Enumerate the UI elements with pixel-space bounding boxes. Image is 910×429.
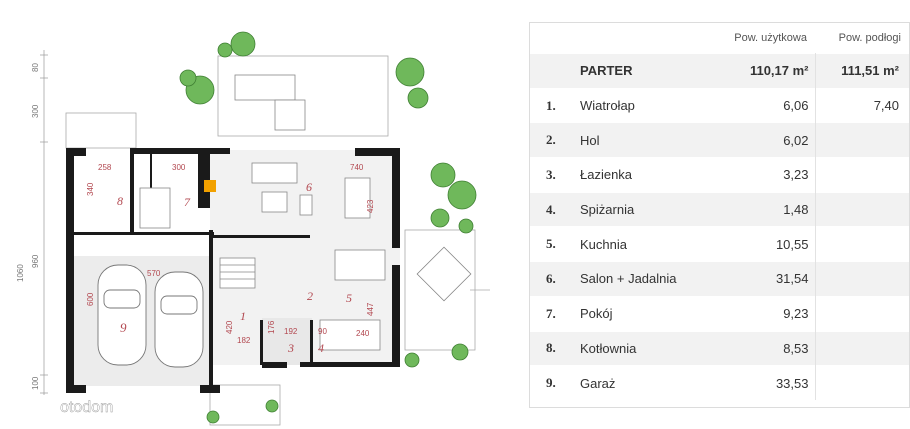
row-num: 2.	[530, 122, 570, 158]
row-name: Łazienka	[570, 157, 710, 193]
side-dim-300: 300	[31, 104, 40, 118]
room-label-1: 1	[240, 309, 246, 323]
row-floor-area	[815, 122, 909, 158]
patio-table	[416, 246, 472, 302]
row-name: Kuchnia	[570, 226, 710, 262]
row-num: 9.	[530, 365, 570, 401]
dim-600: 600	[86, 292, 95, 306]
row-name: Wiatrołap	[570, 87, 710, 123]
floor-name: PARTER	[570, 53, 710, 89]
walls	[66, 148, 400, 393]
dim-447: 447	[366, 302, 375, 316]
table-header-row: Pow. użytkowa Pow. podłogi	[530, 23, 909, 54]
bath-floor	[262, 318, 312, 365]
dim-192: 192	[284, 327, 298, 336]
row-name: Hol	[570, 122, 710, 158]
floor-area-floor: 111,51 m²	[815, 53, 909, 89]
dim-90: 90	[318, 327, 327, 336]
side-dim-80: 80	[31, 63, 40, 72]
row-area: 6,02	[710, 122, 816, 158]
dim-340: 340	[86, 182, 95, 196]
room-label-5: 5	[346, 291, 352, 305]
floor-plan: 80 300 960 1060 100	[16, 31, 490, 426]
room-label-6: 6	[306, 180, 312, 194]
row-name: Pokój	[570, 295, 710, 331]
dim-300: 300	[172, 163, 186, 172]
dim-258: 258	[98, 163, 112, 172]
row-area: 31,54	[710, 261, 816, 297]
row-floor-area	[815, 261, 909, 297]
row-floor-area: 7,40	[815, 87, 909, 123]
side-dimension-line	[40, 50, 48, 395]
row-name: Salon + Jadalnia	[570, 261, 710, 297]
dim-570: 570	[147, 269, 161, 278]
room-label-3: 3	[287, 341, 294, 355]
side-dim-960: 960	[31, 254, 40, 268]
row-floor-area	[815, 365, 909, 401]
row-area: 3,23	[710, 157, 816, 193]
room-label-2: 2	[307, 289, 313, 303]
row-name: Spiżarnia	[570, 191, 710, 227]
terrace-outline	[65, 55, 490, 426]
row-num: 4.	[530, 191, 570, 227]
header-area-floor: Pow. podłogi	[838, 32, 901, 44]
dim-240: 240	[356, 329, 370, 338]
room-label-8: 8	[117, 194, 123, 208]
row-floor-area	[815, 157, 909, 193]
row-num: 1.	[530, 87, 570, 123]
fireplace	[204, 180, 216, 192]
garage-cars	[97, 264, 204, 368]
row-floor-area	[815, 226, 909, 262]
dim-176: 176	[267, 320, 276, 334]
row-num: 5.	[530, 226, 570, 262]
row-num: 8.	[530, 330, 570, 366]
row-num: 6.	[530, 261, 570, 297]
dim-740: 740	[350, 163, 364, 172]
area-table-panel: Pow. użytkowa Pow. podłogi PARTER 110,17…	[529, 22, 910, 408]
row-area: 10,55	[710, 226, 816, 262]
floor-row: PARTER 110,17 m² 111,51 m²	[530, 53, 909, 89]
area-table: Pow. użytkowa Pow. podłogi PARTER 110,17…	[530, 23, 909, 401]
room-label-4: 4	[318, 341, 324, 355]
dim-182: 182	[237, 336, 251, 345]
row-area: 8,53	[710, 330, 816, 366]
row-num: 3.	[530, 157, 570, 193]
header-area-usable: Pow. użytkowa	[734, 32, 807, 44]
row-name: Kotłownia	[570, 330, 710, 366]
room-label-9: 9	[120, 320, 127, 335]
row-area: 9,23	[710, 295, 816, 331]
row-floor-area	[815, 295, 909, 331]
side-dim-1060: 1060	[16, 264, 25, 282]
row-floor-area	[815, 330, 909, 366]
furniture	[139, 74, 386, 351]
row-area: 33,53	[710, 365, 816, 401]
dim-423: 423	[366, 199, 375, 213]
row-floor-area	[815, 191, 909, 227]
row-name: Garaż	[570, 365, 710, 401]
room-label-7: 7	[184, 195, 191, 209]
floor-area-usable: 110,17 m²	[710, 53, 816, 89]
trees	[179, 31, 477, 424]
row-area: 1,48	[710, 191, 816, 227]
dim-420: 420	[225, 320, 234, 334]
side-dim-100: 100	[31, 376, 40, 390]
row-area: 6,06	[710, 87, 816, 123]
watermark: otodom	[60, 399, 113, 416]
row-num: 7.	[530, 295, 570, 331]
